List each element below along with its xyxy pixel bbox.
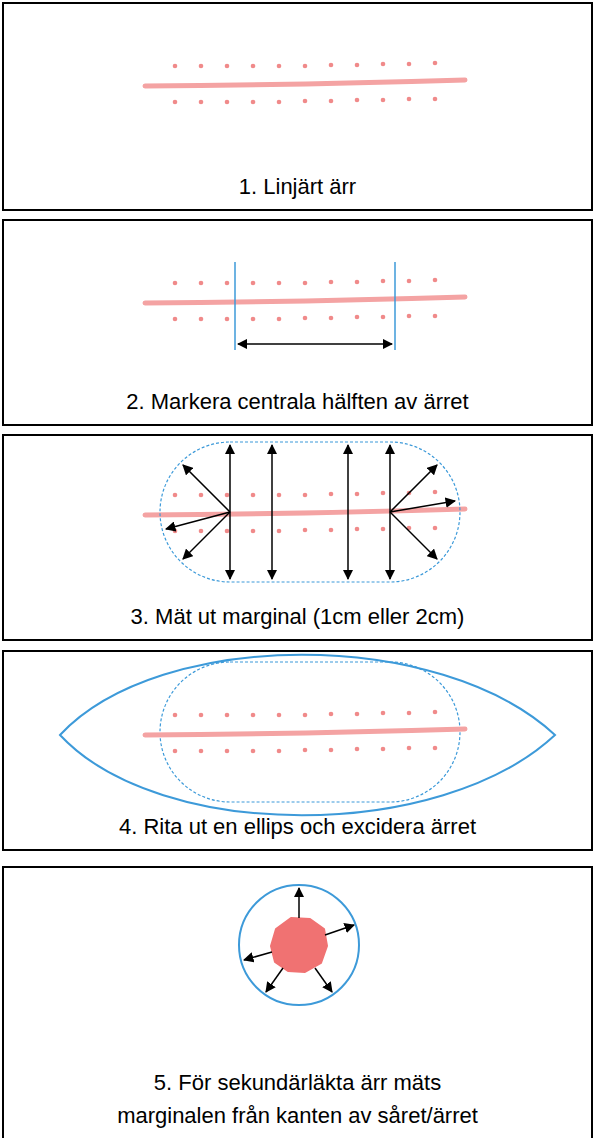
margin-arrow — [390, 501, 455, 512]
margin-arrows — [166, 445, 455, 579]
margin-arrow — [315, 968, 332, 992]
margin-outline — [160, 442, 460, 582]
wound-area — [271, 918, 327, 972]
step-panel: 2. Markera centrala hälften av ärret — [2, 219, 593, 426]
scar-illustration — [145, 61, 465, 105]
margin-arrow — [347, 445, 349, 512]
margin-arrow — [389, 512, 391, 579]
margin-circle — [239, 885, 359, 1005]
margin-arrow — [183, 465, 230, 512]
margin-arrow — [271, 445, 273, 512]
margin-arrow — [266, 968, 283, 992]
margin-arrow — [244, 952, 272, 960]
margin-arrows — [244, 888, 354, 992]
margin-arrow — [298, 888, 300, 918]
margin-arrow — [229, 445, 231, 512]
span-arrow — [238, 343, 392, 345]
margin-arrow — [166, 512, 230, 529]
step-panel: 5. För sekundärläkta ärr mäts marginalen… — [2, 866, 593, 1138]
margin-arrow — [183, 512, 230, 559]
scar-illustration — [145, 278, 465, 322]
marker-line — [234, 262, 236, 350]
step-caption: 5. För sekundärläkta ärr mäts marginalen… — [106, 1066, 490, 1132]
step-panel: 4. Rita ut en ellips och excidera ärret — [2, 650, 593, 851]
margin-arrow — [271, 512, 273, 579]
margin-arrow — [390, 512, 437, 559]
scar-illustration — [145, 490, 465, 534]
excision-ellipse — [60, 655, 555, 816]
margin-arrow — [347, 512, 349, 579]
marker-line — [394, 262, 396, 350]
margin-arrow — [389, 445, 391, 512]
step-caption: 4. Rita ut en ellips och excidera ärret — [18, 810, 578, 843]
margin-arrow — [325, 925, 354, 935]
margin-arrow — [229, 512, 231, 579]
step-panel: 3. Mät ut marginal (1cm eller 2cm) — [2, 434, 593, 641]
step-caption: 3. Mät ut marginal (1cm eller 2cm) — [18, 600, 578, 633]
step-panel: 1. Linjärt ärr — [2, 2, 593, 211]
scar-illustration — [145, 710, 465, 754]
step-caption: 1. Linjärt ärr — [18, 170, 578, 203]
step-caption: 2. Markera centrala hälften av ärret — [18, 385, 578, 418]
